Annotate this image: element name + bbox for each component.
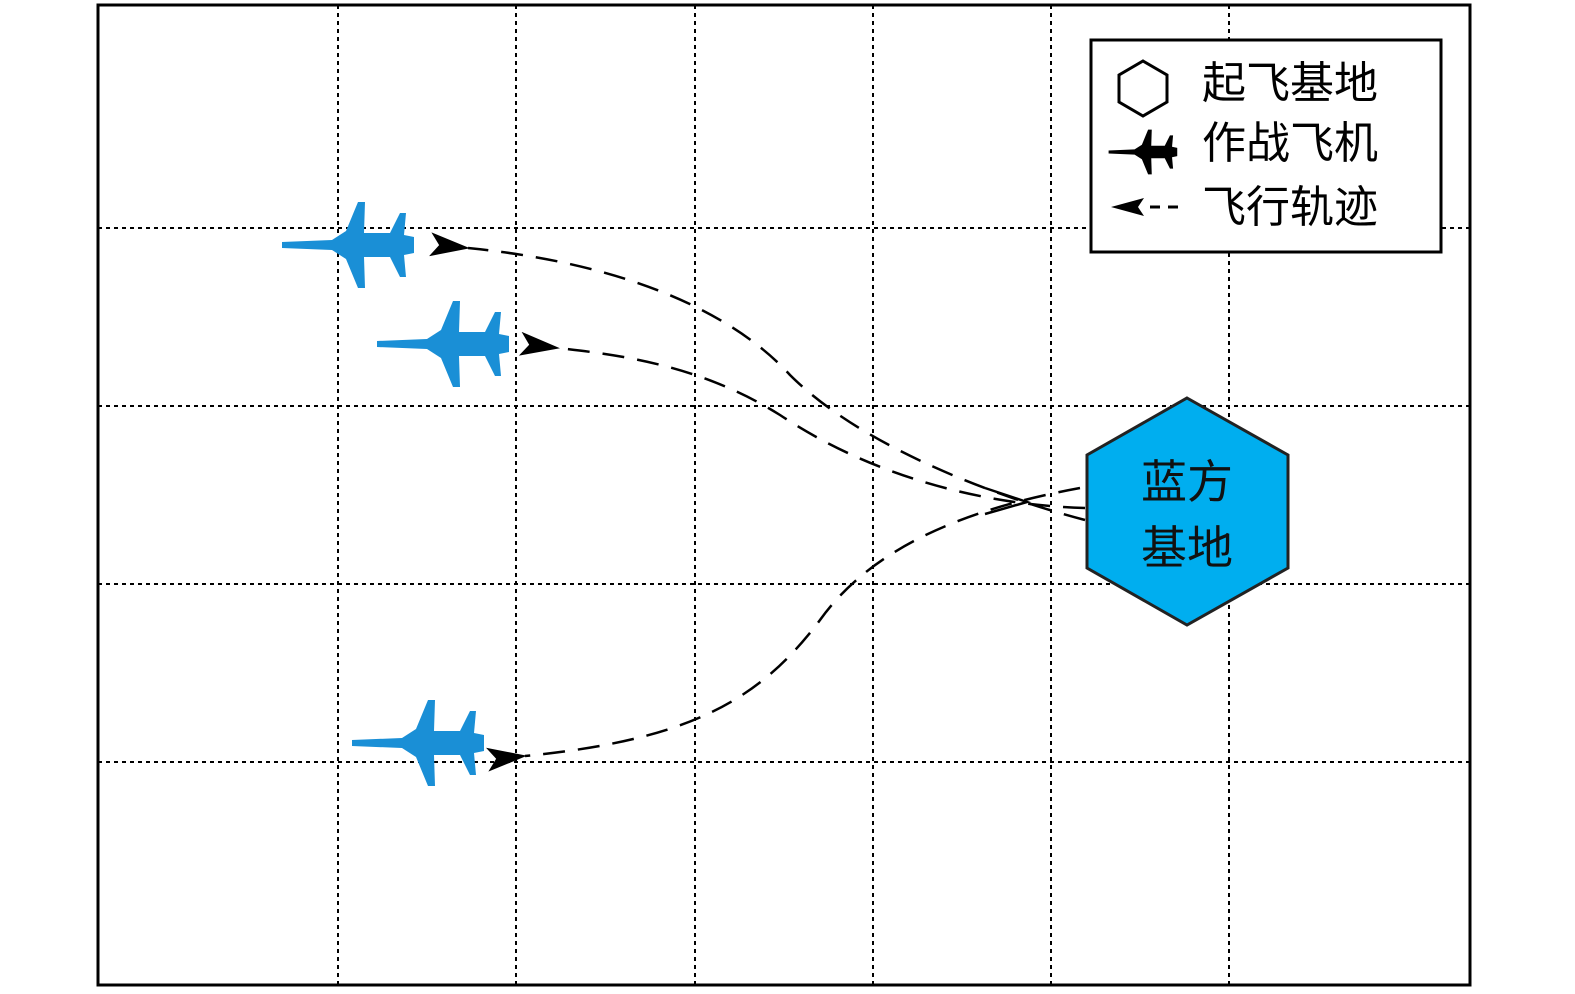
base-label-line2: 基地 <box>1141 521 1233 575</box>
trajectories <box>429 232 1086 772</box>
legend: 起飞基地 作战飞机 飞行轨迹 <box>1089 38 1443 254</box>
trajectory-path <box>429 232 1086 522</box>
base-label-line1: 蓝方 <box>1141 455 1233 509</box>
legend-label-takeoff-base: 起飞基地 <box>1202 58 1378 109</box>
convergence-arrow-icon <box>984 486 1032 516</box>
blue-base[interactable]: 蓝方 基地 <box>1085 396 1290 627</box>
base-hexagon-icon <box>1085 396 1290 627</box>
hexagon-icon <box>1117 59 1169 118</box>
legend-label-combat-aircraft: 作战飞机 <box>1202 118 1378 169</box>
dashed-arrow-icon <box>1111 198 1178 216</box>
trajectory-path <box>486 486 1081 772</box>
legend-label-flight-path: 飞行轨迹 <box>1202 182 1378 233</box>
